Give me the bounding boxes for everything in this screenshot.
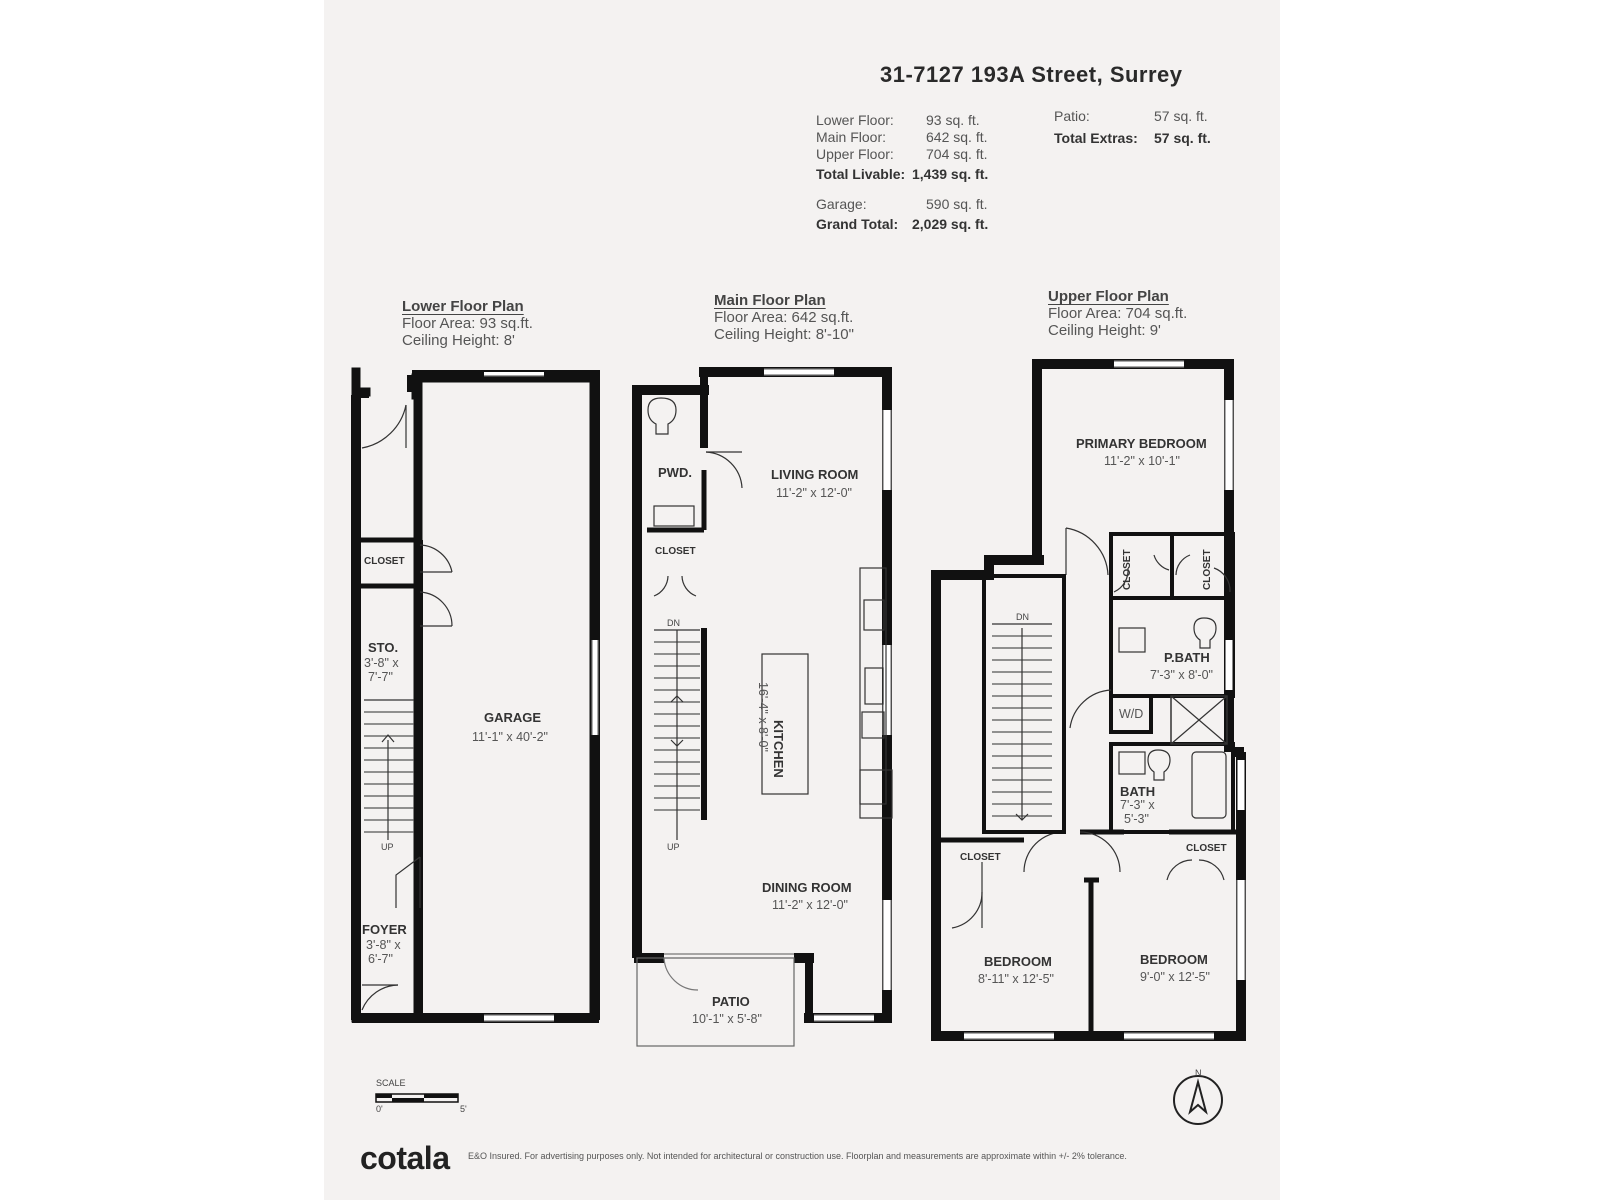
summary-value: 2,029 sq. ft. (912, 216, 989, 232)
garage-dim: 11'-1" x 40'-2" (472, 730, 548, 744)
summary-label: Lower Floor: (816, 112, 894, 128)
summary-label: Grand Total: (816, 216, 899, 232)
kitchen-dim: 16'-4" x 8'-0" (756, 682, 770, 752)
lower-plan-area: Floor Area: 93 sq.ft. (402, 315, 533, 332)
living-room-dim: 11'-2" x 12'-0" (776, 486, 852, 500)
upper-closet-2-label: CLOSET (1202, 549, 1213, 590)
upper-plan-title: Upper Floor Plan (1048, 288, 1169, 305)
summary-value: 1,439 sq. ft. (912, 166, 989, 182)
primary-bath-dim: 7'-3" x 8'-0" (1150, 668, 1213, 682)
foyer-dim-2: 6'-7" (368, 952, 393, 966)
summary-value: 57 sq. ft. (1154, 108, 1208, 124)
north-arrow-icon (1173, 1075, 1223, 1125)
upper-closet-4-label: CLOSET (1186, 843, 1227, 854)
scale-bar (375, 1093, 459, 1103)
summary-label: Patio: (1054, 108, 1090, 124)
north-label: N (1195, 1068, 1202, 1078)
summary-row-garage: Garage: 590 sq. ft. (816, 196, 996, 216)
main-plan-heading: Main Floor Plan Floor Area: 642 sq.ft. C… (714, 292, 854, 343)
patio-label: PATIO (712, 994, 750, 1009)
summary-value: 642 sq. ft. (926, 129, 988, 145)
main-stairs-down: DN (667, 618, 680, 628)
bedroom-1-label: BEDROOM (984, 954, 1052, 969)
upper-plan-area: Floor Area: 704 sq.ft. (1048, 305, 1188, 322)
main-plan-ceiling: Ceiling Height: 8'-10" (714, 326, 854, 343)
dining-room-label: DINING ROOM (762, 880, 852, 895)
bath-dim-1: 7'-3" x (1120, 798, 1155, 812)
foyer-label: FOYER (362, 922, 407, 937)
main-plan-title: Main Floor Plan (714, 292, 826, 309)
summary-label: Garage: (816, 196, 867, 212)
powder-room-label: PWD. (658, 465, 692, 480)
primary-bedroom-label: PRIMARY BEDROOM (1076, 436, 1207, 451)
bath-dim-2: 5'-3" (1124, 812, 1149, 826)
storage-dim-2: 7'-7" (368, 670, 393, 684)
summary-row-total-livable: Total Livable: 1,439 sq. ft. (816, 166, 996, 196)
garage-label: GARAGE (484, 710, 542, 725)
bedroom-2-dim: 9'-0" x 12'-5" (1140, 970, 1210, 984)
summary-row-patio: Patio: 57 sq. ft. (1054, 108, 1224, 130)
summary-value: 57 sq. ft. (1154, 130, 1211, 146)
storage-dim-1: 3'-8" x (364, 656, 399, 670)
patio-dim: 10'-1" x 5'-8" (692, 1012, 762, 1026)
lower-closet-label: CLOSET (364, 556, 405, 567)
main-closet-label: CLOSET (655, 546, 696, 557)
scale-end-label: 5' (460, 1104, 467, 1114)
primary-bath-label: P.BATH (1164, 650, 1210, 665)
bedroom-2-label: BEDROOM (1140, 952, 1208, 967)
summary-label: Upper Floor: (816, 146, 894, 162)
upper-closet-3-label: CLOSET (960, 852, 1001, 863)
summary-value: 93 sq. ft. (926, 112, 980, 128)
lower-plan-ceiling: Ceiling Height: 8' (402, 332, 515, 349)
summary-row-upper: Upper Floor: 704 sq. ft. (816, 146, 996, 166)
lower-stairs-up: UP (381, 842, 394, 852)
summary-row-total-extras: Total Extras: 57 sq. ft. (1054, 130, 1224, 150)
bath-label: BATH (1120, 784, 1156, 799)
summary-label: Main Floor: (816, 129, 887, 145)
storage-label: STO. (368, 640, 399, 655)
living-room-label: LIVING ROOM (771, 467, 859, 482)
scale-start-label: 0' (376, 1104, 383, 1114)
summary-row-lower: Lower Floor: 93 sq. ft. (816, 112, 996, 129)
upper-closet-1-label: CLOSET (1122, 549, 1133, 590)
main-stairs-up: UP (667, 842, 680, 852)
scale-label: SCALE (376, 1078, 406, 1088)
floor-plans-drawing (351, 359, 1246, 1125)
summary-value: 704 sq. ft. (926, 146, 988, 162)
summary-row-main: Main Floor: 642 sq. ft. (816, 129, 996, 146)
summary-label: Total Extras: (1054, 130, 1138, 146)
dining-room-dim: 11'-2" x 12'-0" (772, 898, 848, 912)
area-summary-left: Lower Floor: 93 sq. ft. Main Floor: 642 … (816, 112, 996, 236)
summary-value: 590 sq. ft. (926, 196, 988, 212)
property-address: 31-7127 193A Street, Surrey (880, 62, 1183, 87)
upper-stairs-down: DN (1016, 612, 1029, 622)
upper-floor-walls (931, 359, 1246, 1041)
cotala-logo: cotala (360, 1140, 450, 1176)
area-summary-right: Patio: 57 sq. ft. Total Extras: 57 sq. f… (1054, 108, 1224, 150)
lower-plan-title: Lower Floor Plan (402, 298, 524, 315)
washer-dryer-label: W/D (1119, 707, 1144, 721)
upper-plan-heading: Upper Floor Plan Floor Area: 704 sq.ft. … (1048, 288, 1187, 339)
summary-row-grand-total: Grand Total: 2,029 sq. ft. (816, 216, 996, 236)
summary-label: Total Livable: (816, 166, 906, 182)
primary-bedroom-dim: 11'-2" x 10'-1" (1104, 454, 1180, 468)
lower-plan-heading: Lower Floor Plan Floor Area: 93 sq.ft. C… (402, 298, 533, 349)
disclaimer-text: E&O Insured. For advertising purposes on… (468, 1151, 1127, 1161)
floorplan-sheet: 31-7127 193A Street, Surrey Lower Floor:… (324, 0, 1280, 1200)
foyer-dim-1: 3'-8" x (366, 938, 401, 952)
kitchen-label: KITCHEN (771, 720, 786, 778)
upper-plan-ceiling: Ceiling Height: 9' (1048, 322, 1161, 339)
main-plan-area: Floor Area: 642 sq.ft. (714, 309, 854, 326)
bedroom-1-dim: 8'-11" x 12'-5" (978, 972, 1054, 986)
